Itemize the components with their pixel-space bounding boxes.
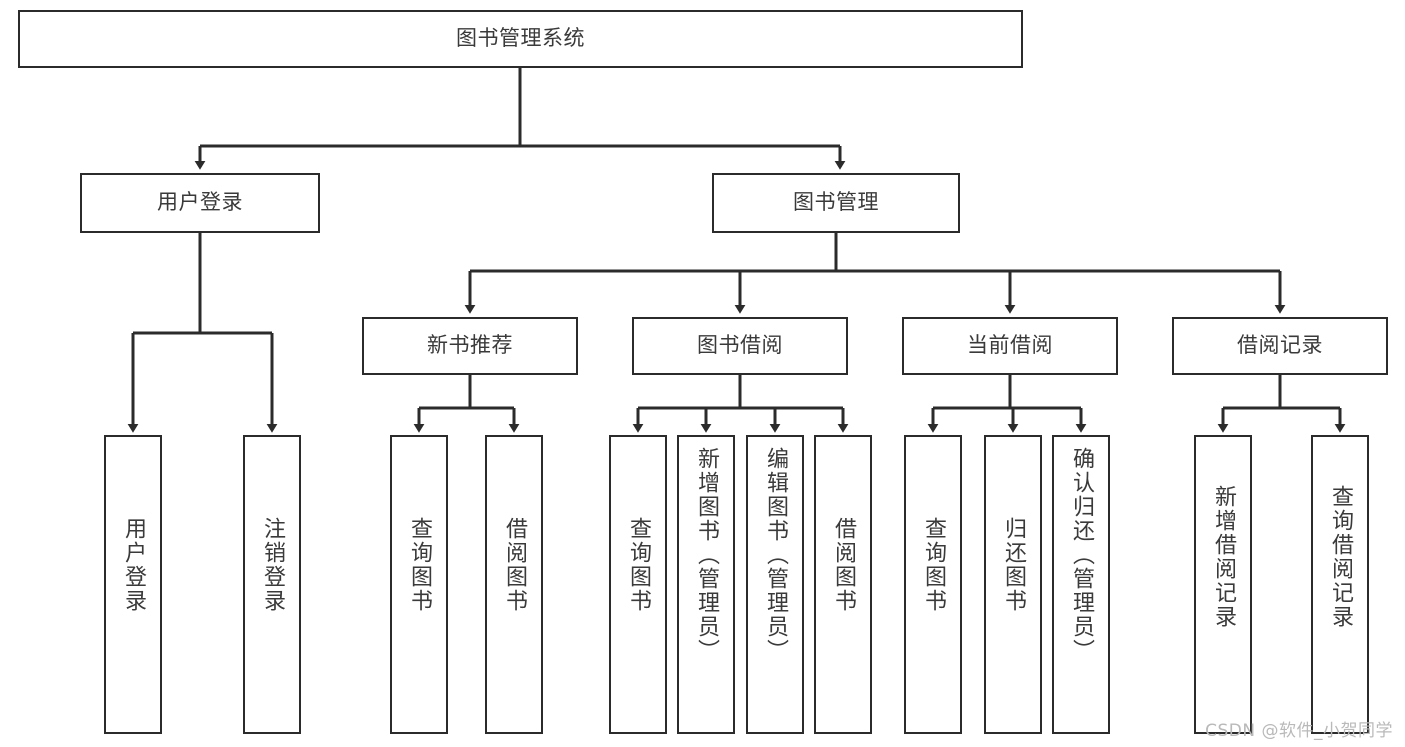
node-label: 用户登录	[157, 190, 243, 215]
node-label: 新增图书（管理员）	[694, 447, 719, 663]
node-label: 注销登录	[260, 517, 285, 613]
node-borrow-record[interactable]: 借阅记录	[1172, 317, 1388, 375]
node-root-library-system[interactable]: 图书管理系统	[18, 10, 1023, 68]
node-label: 当前借阅	[967, 333, 1053, 358]
leaf-current-query-book[interactable]: 查询图书	[904, 435, 962, 734]
node-label: 图书管理系统	[456, 26, 585, 51]
node-label: 查询图书	[626, 517, 651, 613]
node-label: 编辑图书（管理员）	[763, 447, 788, 663]
node-label: 查询图书	[407, 517, 432, 613]
leaf-user-login-signout[interactable]: 注销登录	[243, 435, 301, 734]
node-label: 确认归还（管理员）	[1069, 447, 1094, 663]
node-label: 借阅图书	[831, 517, 856, 613]
leaf-current-confirm-return-admin[interactable]: 确认归还（管理员）	[1052, 435, 1110, 734]
leaf-record-query-record[interactable]: 查询借阅记录	[1311, 435, 1369, 734]
node-label: 查询借阅记录	[1328, 485, 1353, 629]
leaf-current-return-book[interactable]: 归还图书	[984, 435, 1042, 734]
node-book-management[interactable]: 图书管理	[712, 173, 960, 233]
leaf-user-login-signin[interactable]: 用户登录	[104, 435, 162, 734]
leaf-borrow-query-book[interactable]: 查询图书	[609, 435, 667, 734]
node-label: 图书借阅	[697, 333, 783, 358]
node-user-login[interactable]: 用户登录	[80, 173, 320, 233]
node-label: 借阅记录	[1237, 333, 1323, 358]
node-current-borrow[interactable]: 当前借阅	[902, 317, 1118, 375]
leaf-new-book-query[interactable]: 查询图书	[390, 435, 448, 734]
node-label: 新书推荐	[427, 333, 513, 358]
node-label: 查询图书	[921, 517, 946, 613]
node-label: 借阅图书	[502, 517, 527, 613]
node-book-borrow[interactable]: 图书借阅	[632, 317, 848, 375]
leaf-record-add-record[interactable]: 新增借阅记录	[1194, 435, 1252, 734]
node-label: 归还图书	[1001, 517, 1026, 613]
leaf-borrow-add-book-admin[interactable]: 新增图书（管理员）	[677, 435, 735, 734]
node-new-book-recommend[interactable]: 新书推荐	[362, 317, 578, 375]
leaf-new-book-borrow[interactable]: 借阅图书	[485, 435, 543, 734]
node-label: 用户登录	[121, 517, 146, 613]
leaf-borrow-edit-book-admin[interactable]: 编辑图书（管理员）	[746, 435, 804, 734]
leaf-borrow-borrow-book[interactable]: 借阅图书	[814, 435, 872, 734]
watermark-text: CSDN @软件_小贺同学	[1205, 721, 1393, 741]
node-label: 新增借阅记录	[1211, 485, 1236, 629]
node-label: 图书管理	[793, 190, 879, 215]
